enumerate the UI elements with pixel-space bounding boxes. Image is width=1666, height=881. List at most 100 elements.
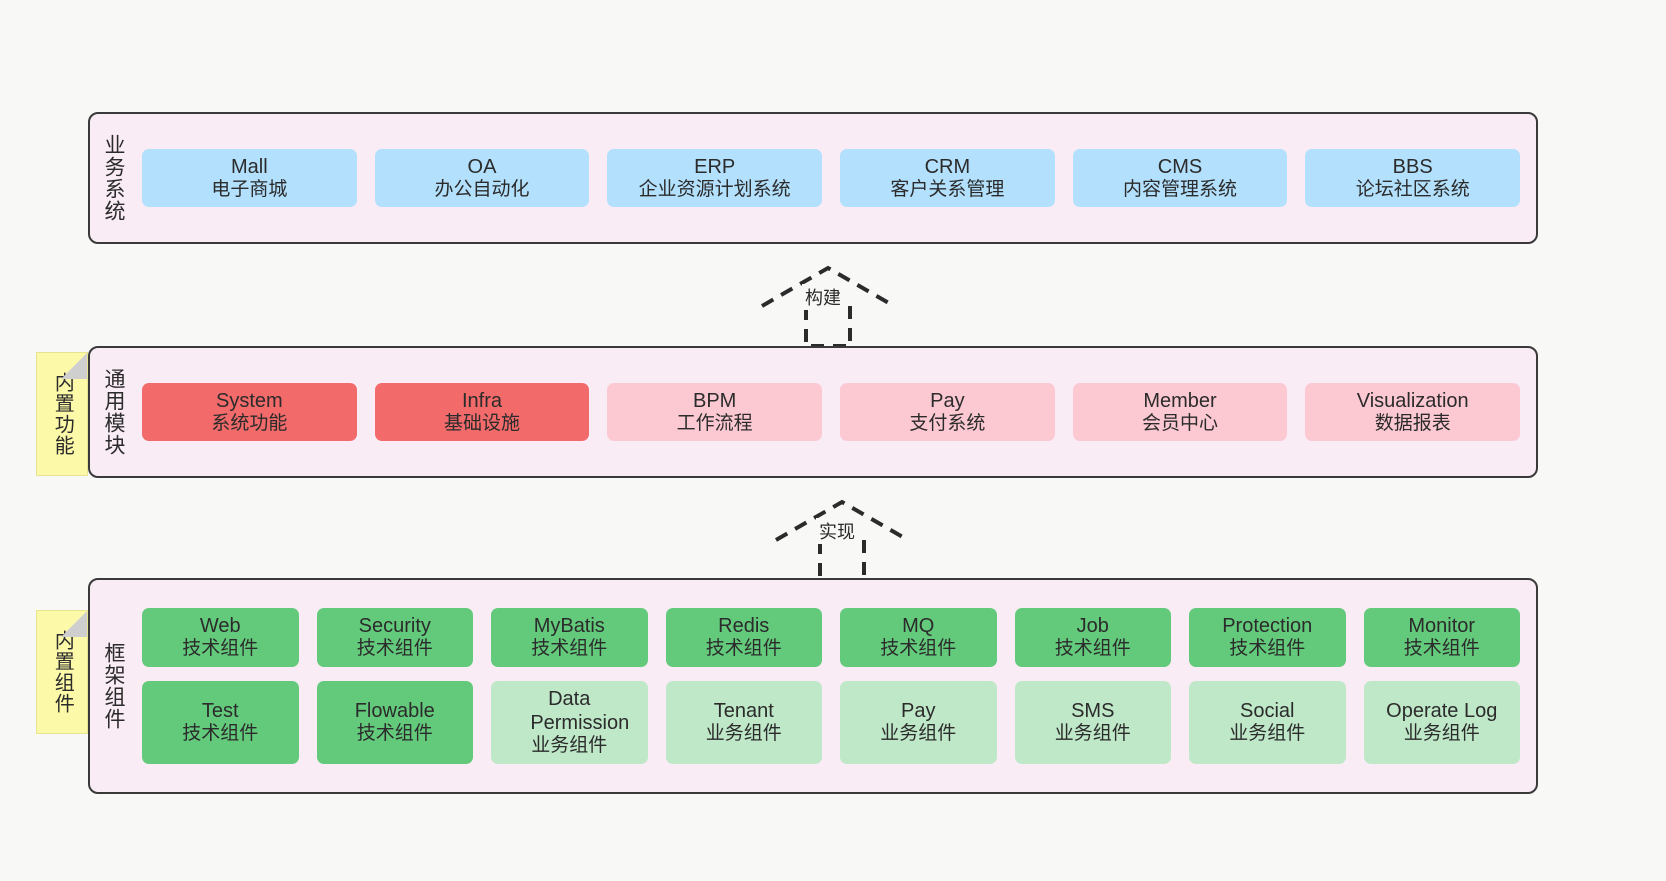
component-name: SMS [1071, 700, 1115, 722]
component-desc: 业务组件 [531, 735, 608, 756]
module-card-visualization[interactable]: Visualization 数据报表 [1305, 382, 1521, 442]
component-card-tenant[interactable]: Tenant 业务组件 [665, 681, 822, 764]
component-card-job[interactable]: Job 技术组件 [1014, 608, 1171, 667]
module-desc: 基础设施 [444, 412, 521, 434]
component-card-flowable[interactable]: Flowable 技术组件 [316, 681, 473, 764]
component-row-biz: Test 技术组件 Flowable 技术组件 Data Permission … [142, 681, 1520, 764]
component-card-sms[interactable]: SMS 业务组件 [1014, 681, 1171, 764]
module-name: OA [467, 155, 497, 178]
arrowhead-implement-icon [775, 499, 909, 542]
component-name: Test [201, 700, 239, 722]
connector-implement: 实现 [772, 496, 912, 582]
module-name: System [215, 389, 283, 412]
component-desc: 业务组件 [1054, 723, 1131, 744]
component-card-social[interactable]: Social 业务组件 [1189, 681, 1346, 764]
layer-title-common-module: 通用模块 [101, 368, 125, 456]
module-name: BPM [693, 389, 737, 412]
module-card-bpm[interactable]: BPM 工作流程 [607, 382, 823, 442]
note-label: 内置组件 [51, 630, 74, 714]
component-name: Operate Log [1386, 700, 1498, 722]
layer-title-framework-component: 框架组件 [101, 642, 125, 730]
component-desc: 业务组件 [1229, 723, 1306, 744]
module-card-infra[interactable]: Infra 基础设施 [374, 382, 590, 442]
module-card-pay[interactable]: Pay 支付系统 [840, 382, 1055, 442]
module-card-cms[interactable]: CMS 内容管理系统 [1072, 148, 1288, 208]
component-card-pay[interactable]: Pay 业务组件 [840, 681, 997, 764]
component-desc: 业务组件 [1403, 723, 1480, 744]
arrow-shaft-build [804, 304, 852, 348]
module-name: ERP [694, 155, 736, 178]
module-card-erp[interactable]: ERP 企业资源计划系统 [607, 148, 823, 208]
component-name: Redis [718, 615, 770, 638]
component-card-test[interactable]: Test 技术组件 [142, 681, 299, 764]
component-desc: 技术组件 [1229, 638, 1306, 660]
module-row: System 系统功能 Infra 基础设施 BPM 工作流程 Pay 支付系统… [142, 382, 1521, 442]
module-name: Visualization [1356, 389, 1469, 412]
component-desc: 技术组件 [182, 638, 259, 660]
module-name: BBS [1392, 155, 1433, 178]
layer-common-module: 通用模块 System 系统功能 Infra 基础设施 BPM 工作流程 Pay… [88, 346, 1538, 478]
component-card-data-permission[interactable]: Data Permission 业务组件 [491, 681, 648, 764]
module-desc: 内容管理系统 [1123, 178, 1238, 200]
component-name: MyBatis [533, 615, 605, 638]
component-desc: 技术组件 [531, 638, 608, 660]
note-built-in-component: 内置组件 [36, 610, 88, 734]
module-desc: 电子商城 [211, 178, 288, 200]
component-desc: 业务组件 [880, 723, 957, 744]
module-name: Mall [231, 155, 268, 178]
component-name: Social [1240, 700, 1295, 722]
component-name: Monitor [1408, 615, 1476, 638]
module-desc: 工作流程 [676, 412, 753, 434]
component-desc: 业务组件 [705, 723, 782, 744]
component-desc: 技术组件 [356, 723, 433, 744]
note-label: 内置功能 [51, 372, 74, 456]
module-desc: 企业资源计划系统 [638, 178, 791, 200]
module-name: Member [1143, 389, 1217, 412]
module-desc: 会员中心 [1142, 412, 1219, 434]
note-built-in-feature: 内置功能 [36, 352, 88, 476]
component-name: Tenant [713, 700, 774, 722]
module-card-oa[interactable]: OA 办公自动化 [374, 148, 590, 208]
component-name: Job [1076, 615, 1109, 638]
module-card-member[interactable]: Member 会员中心 [1072, 382, 1288, 442]
component-desc: 技术组件 [182, 723, 259, 744]
component-desc: 技术组件 [1054, 638, 1131, 660]
connector-build: 构建 [758, 262, 898, 348]
arrow-shaft-implement [818, 538, 866, 582]
component-card-protection[interactable]: Protection 技术组件 [1189, 608, 1346, 667]
component-name: Protection [1222, 615, 1313, 638]
layer-body-business-system: Mall 电子商城 OA 办公自动化 ERP 企业资源计划系统 CRM 客户关系… [136, 114, 1536, 242]
layer-title-business-system: 业务系统 [101, 134, 125, 222]
module-desc: 支付系统 [909, 412, 986, 434]
module-desc: 论坛社区系统 [1355, 178, 1470, 200]
layer-business-system: 业务系统 Mall 电子商城 OA 办公自动化 ERP 企业资源计划系统 CRM… [88, 112, 1538, 244]
component-name: Flowable [354, 700, 435, 722]
component-card-mq[interactable]: MQ 技术组件 [840, 608, 997, 667]
component-row-tech: Web 技术组件 Security 技术组件 MyBatis 技术组件 Redi… [142, 608, 1520, 667]
layer-body-common-module: System 系统功能 Infra 基础设施 BPM 工作流程 Pay 支付系统… [136, 348, 1536, 476]
module-card-bbs[interactable]: BBS 论坛社区系统 [1305, 148, 1521, 208]
module-name: CMS [1157, 155, 1203, 178]
component-card-web[interactable]: Web 技术组件 [142, 608, 299, 667]
module-desc: 客户关系管理 [890, 178, 1005, 200]
component-desc: 技术组件 [880, 638, 957, 660]
component-card-mybatis[interactable]: MyBatis 技术组件 [491, 608, 648, 667]
component-card-redis[interactable]: Redis 技术组件 [665, 608, 822, 667]
module-row: Mall 电子商城 OA 办公自动化 ERP 企业资源计划系统 CRM 客户关系… [142, 148, 1521, 208]
module-name: CRM [924, 155, 971, 178]
component-card-monitor[interactable]: Monitor 技术组件 [1363, 608, 1520, 667]
module-card-mall[interactable]: Mall 电子商城 [142, 148, 357, 208]
component-card-security[interactable]: Security 技术组件 [316, 608, 473, 667]
module-desc: 数据报表 [1374, 412, 1451, 434]
module-card-system[interactable]: System 系统功能 [142, 382, 357, 442]
component-card-operate-log[interactable]: Operate Log 业务组件 [1363, 681, 1520, 764]
component-desc: 技术组件 [1403, 638, 1480, 660]
module-card-crm[interactable]: CRM 客户关系管理 [840, 148, 1055, 208]
component-desc: 技术组件 [705, 638, 782, 660]
component-name: MQ [902, 615, 935, 638]
connector-label-build: 构建 [802, 284, 844, 310]
layer-framework-component: 框架组件 Web 技术组件 Security 技术组件 MyBatis 技术组件… [88, 578, 1538, 794]
module-desc: 系统功能 [211, 412, 288, 434]
component-name: Pay [901, 700, 936, 722]
